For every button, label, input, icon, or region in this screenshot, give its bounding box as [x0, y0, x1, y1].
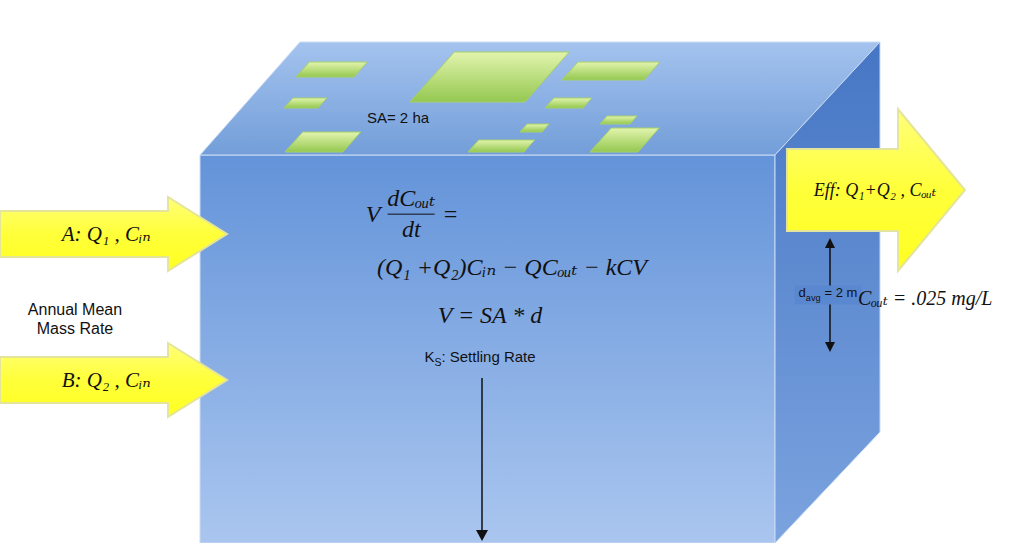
derivative-denominator: dt	[402, 216, 421, 244]
volume-equation: V = SA * d	[438, 302, 543, 328]
block-arrow	[0, 197, 227, 271]
vegetation-patch	[545, 98, 592, 108]
derivative-numerator: dCₒᵤₜ	[387, 185, 435, 213]
flow-label: A: Q₁ , Cᵢₙ	[62, 222, 151, 246]
flow-label: Eff: Q₁+Q₂ , Cₒᵤₜ	[814, 180, 937, 201]
volume-symbol: V	[366, 200, 381, 228]
inflow-arrow: A: Q₁ , Cᵢₙ	[0, 196, 228, 272]
vegetation-patch	[562, 62, 660, 80]
inflow-arrow: B: Q₂ , Cᵢₙ	[0, 342, 228, 418]
vegetation-patch	[296, 62, 367, 77]
settling-symbol: K	[424, 348, 434, 365]
depth-value: = 2 m	[825, 285, 858, 300]
vegetation-patch	[590, 128, 659, 152]
settling-arrow	[481, 378, 483, 532]
block-arrow	[787, 109, 965, 271]
vegetation-patch	[410, 52, 569, 102]
vegetation-patch	[285, 132, 361, 152]
cube-front-face	[200, 155, 775, 543]
effluent-arrow: Eff: Q₁+Q₂ , Cₒᵤₜ	[786, 108, 966, 272]
depth-subscript: avg	[806, 293, 821, 303]
annotation-text: Annual Mean Mass Rate	[15, 300, 135, 338]
vegetation-patch	[284, 98, 327, 108]
settling-subscript: S	[434, 356, 441, 368]
derivative-line: VdCₒᵤₜ dt =	[366, 185, 459, 244]
settling-arrowhead	[476, 530, 488, 541]
mass-balance-equation: (Q₁ +Q₂)Cᵢₙ − QCₒᵤₜ − kCV	[377, 254, 647, 280]
dimension-arrowhead	[825, 342, 835, 352]
cube-drawing	[200, 40, 882, 543]
dimension-arrowhead	[825, 238, 835, 248]
block-arrow	[0, 343, 227, 417]
equation-line: V = SA * d	[438, 302, 543, 330]
depth-line: davg = 2 m	[795, 285, 862, 304]
vegetation-patch	[520, 124, 549, 132]
equation-line: (Q₁ +Q₂)Cᵢₙ − QCₒᵤₜ − kCV	[377, 254, 647, 282]
surface-area-line: SA= 2 ha	[367, 109, 429, 126]
vegetation-patch	[468, 140, 535, 152]
settling-line: KS: Settling Rate	[424, 348, 535, 368]
flow-label: B: Q₂ , Cᵢₙ	[62, 368, 151, 392]
wetland-cube: SA= 2 ha VdCₒᵤₜ dt = (Q₁ +Q₂)Cᵢₙ − QCₒᵤₜ − k…	[200, 40, 882, 543]
depth-symbol: d	[799, 285, 806, 300]
vegetation-patch	[600, 116, 637, 124]
fraction-bar	[387, 213, 435, 215]
surface-area-label: SA= 2 ha	[367, 109, 429, 126]
equals-sign: =	[442, 200, 458, 228]
cube-top-face	[200, 42, 880, 155]
effluent-concentration: Cₒᵤₜ = .025 mg/L	[858, 286, 992, 310]
settling-label: : Settling Rate	[441, 348, 535, 365]
